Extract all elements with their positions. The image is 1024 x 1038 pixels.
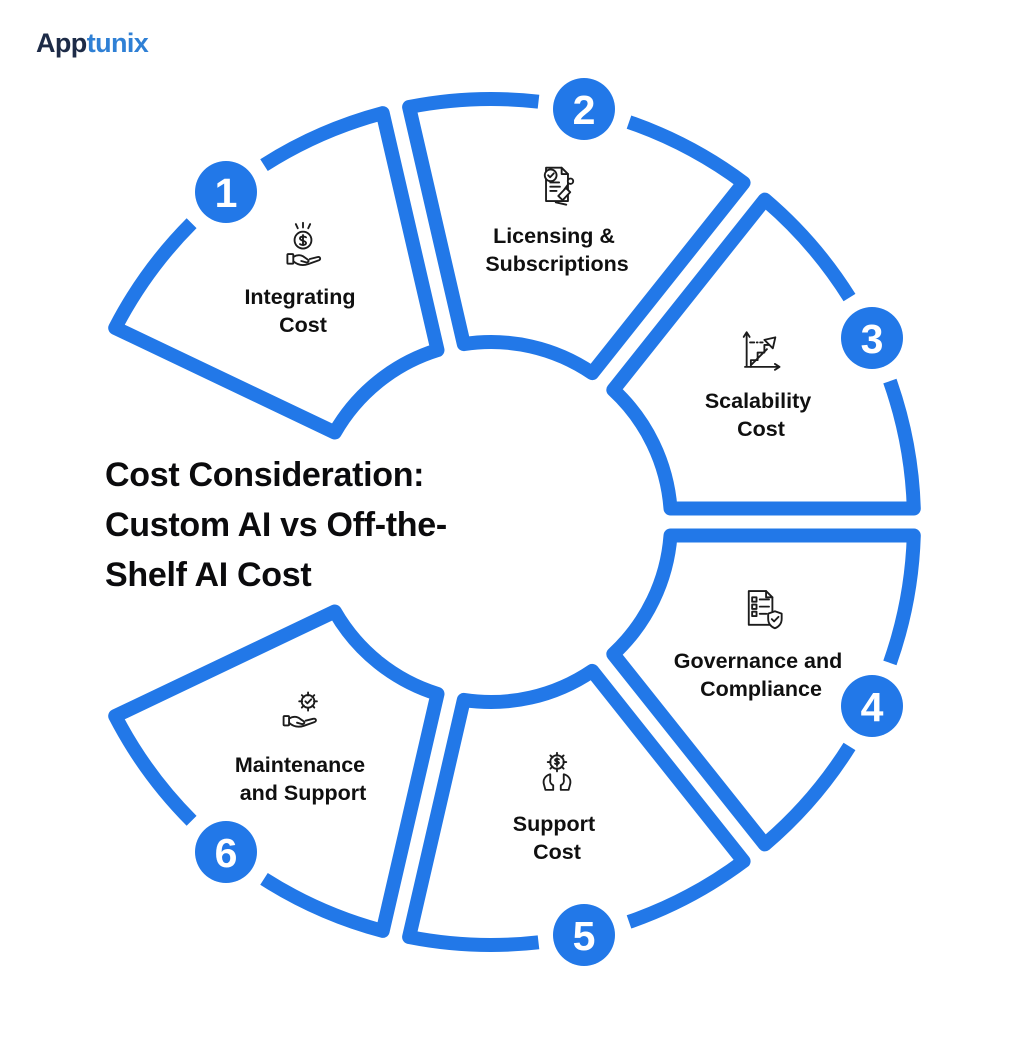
logo-text-accent: tunix xyxy=(86,28,149,58)
badge-3: 3 xyxy=(841,307,903,369)
segment-3-label: Scalability Cost xyxy=(705,389,817,441)
segment-content-4: Governance and Compliance xyxy=(674,590,848,701)
title-line-1: Cost Consideration: xyxy=(105,456,425,494)
segment-contents: Integrating Cost Licensing & Subscriptio… xyxy=(235,166,848,864)
badge-6-number: 6 xyxy=(215,830,238,876)
hands-gear-icon xyxy=(542,751,572,791)
segment-arc-4 xyxy=(606,528,921,852)
badge-4-circle xyxy=(841,675,903,737)
segment-6-label: Maintenance and Support xyxy=(235,753,371,805)
segment-content-1: Integrating Cost xyxy=(244,221,361,337)
compliance-shield-icon xyxy=(747,590,783,630)
badge-5: 5 xyxy=(553,904,615,966)
growth-chart-icon xyxy=(742,331,781,371)
hand-coin-icon xyxy=(286,221,322,266)
badge-2-circle xyxy=(553,78,615,140)
segment-arc-1 xyxy=(108,106,445,440)
page-title: Cost Consideration: Custom AI vs Off-the… xyxy=(105,450,505,600)
title-line-3: Shelf AI Cost xyxy=(105,556,312,594)
segment-content-3: Scalability Cost xyxy=(705,331,817,441)
segment-arc-5 xyxy=(402,663,751,952)
segment-4-label: Governance and Compliance xyxy=(674,649,848,701)
logo-text-dark: App xyxy=(36,28,87,58)
badge-6-circle xyxy=(195,821,257,883)
badge-5-circle xyxy=(553,904,615,966)
segment-2-label: Licensing & Subscriptions xyxy=(485,224,628,276)
hand-gear-check-icon xyxy=(282,691,318,728)
segment-content-6: Maintenance and Support xyxy=(235,691,371,805)
ring-segments xyxy=(108,92,921,952)
number-badges: 1 2 3 4 5 6 xyxy=(195,78,903,966)
badge-2: 2 xyxy=(553,78,615,140)
badge-4-number: 4 xyxy=(861,684,884,730)
apptunix-logo: Apptunix xyxy=(36,28,149,59)
segment-5-label: Support Cost xyxy=(513,812,601,864)
badge-6: 6 xyxy=(195,821,257,883)
badge-4: 4 xyxy=(841,675,903,737)
segment-arc-6 xyxy=(108,604,445,938)
badge-3-number: 3 xyxy=(861,316,884,362)
badge-1-circle xyxy=(195,161,257,223)
segment-arc-2 xyxy=(402,92,751,381)
segment-arc-3 xyxy=(606,192,921,516)
segment-content-5: Support Cost xyxy=(513,751,601,864)
segment-content-2: Licensing & Subscriptions xyxy=(485,166,629,276)
badge-2-number: 2 xyxy=(573,87,596,133)
badge-3-circle xyxy=(841,307,903,369)
title-line-2: Custom AI vs Off-the- xyxy=(105,506,447,544)
badge-1-number: 1 xyxy=(215,170,238,216)
badge-5-number: 5 xyxy=(573,913,596,959)
badge-1: 1 xyxy=(195,161,257,223)
license-stamp-icon xyxy=(543,166,575,206)
segment-1-label: Integrating Cost xyxy=(244,285,361,337)
